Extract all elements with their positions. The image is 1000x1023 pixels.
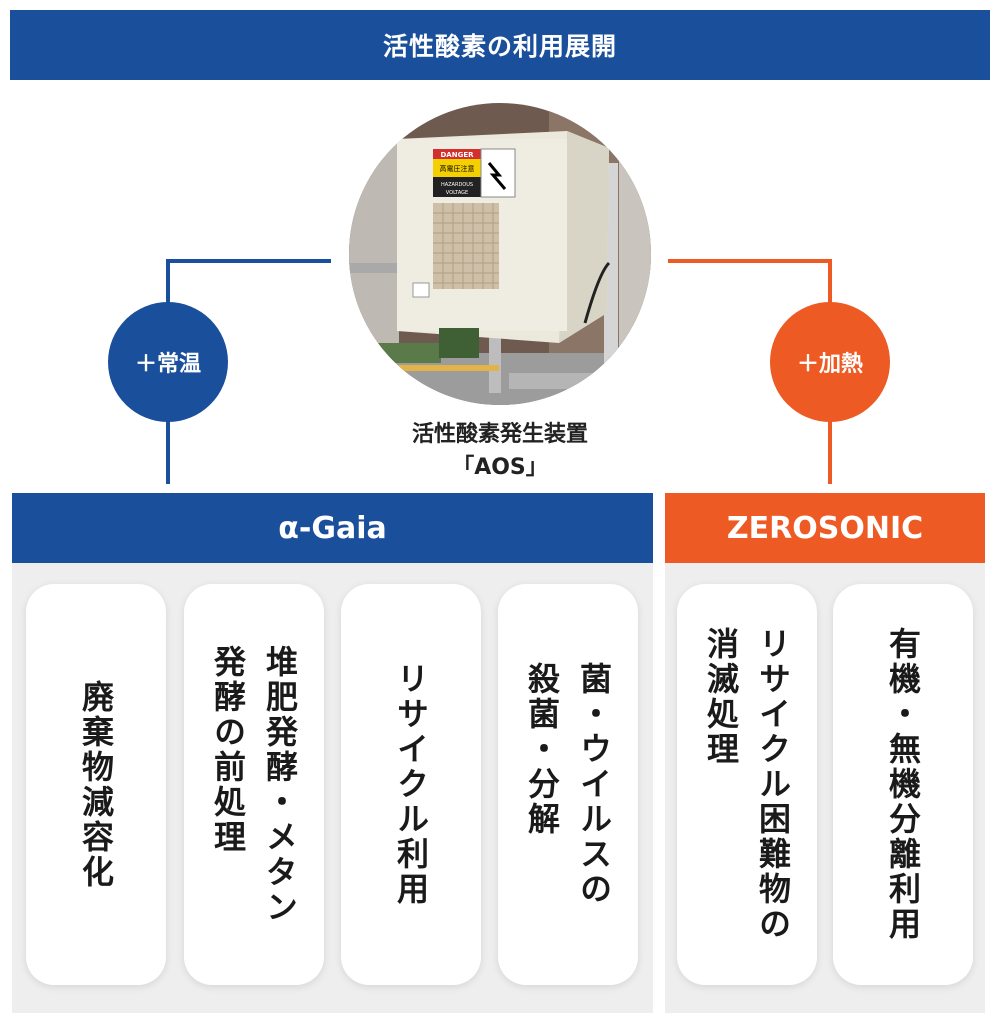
heating-badge: ＋加熱	[770, 302, 890, 422]
card-text: 堆肥発酵・メタン発酵の前処理	[202, 645, 306, 925]
card-line: リサイクル困難物の	[754, 627, 792, 942]
sign-en1-text: HAZARDOUS	[441, 182, 473, 188]
card-text: リサイクル困難物の消滅処理	[695, 627, 799, 942]
sign-en2-text: VOLTAGE	[446, 190, 468, 196]
card-line: 消滅処理	[702, 627, 740, 767]
card-text: 菌・ウイルスの殺菌・分解	[516, 662, 620, 907]
card-text: 有機・無機分離利用	[877, 627, 929, 942]
card-line: 菌・ウイルスの	[575, 662, 613, 907]
card-line: 発酵の前処理	[209, 644, 247, 855]
card-text: 廃棄物減容化	[70, 680, 122, 890]
aos-device-photo: DANGER 高電圧注意 HAZARDOUS VOLTAGE	[349, 103, 651, 405]
zerosonic-header: ZEROSONIC	[665, 493, 985, 563]
sign-danger-text: DANGER	[440, 151, 474, 159]
card-hard-to-recycle-elimination: リサイクル困難物の消滅処理	[677, 584, 817, 985]
left-connector-top	[168, 259, 331, 263]
card-line: 有機・無機分離利用	[884, 627, 922, 942]
left-connector-lower-vertical	[166, 420, 170, 484]
card-text: リサイクル利用	[385, 662, 437, 907]
card-line: リサイクル利用	[392, 662, 430, 907]
sign-jp-text: 高電圧注意	[440, 164, 475, 173]
card-organic-inorganic-separation: 有機・無機分離利用	[833, 584, 973, 985]
left-connector-upper-vertical	[166, 259, 170, 304]
card-line: 廃棄物減容化	[77, 679, 115, 890]
card-line: 殺菌・分解	[523, 662, 561, 837]
card-line: 堆肥発酵・メタン	[261, 644, 299, 925]
alpha-gaia-header: α-Gaia	[12, 493, 653, 563]
device-caption-model: 「AOS」	[452, 455, 548, 480]
device-caption-name: 活性酸素発生装置	[411, 422, 588, 447]
right-connector-top	[668, 259, 832, 263]
card-sterilization: 菌・ウイルスの殺菌・分解	[498, 584, 638, 985]
room-temperature-badge: ＋常温	[108, 302, 228, 422]
device-caption: 活性酸素発生装置 「AOS」	[300, 418, 700, 484]
card-waste-volume-reduction: 廃棄物減容化	[26, 584, 166, 985]
right-connector-upper-vertical	[828, 259, 832, 304]
right-connector-lower-vertical	[828, 420, 832, 484]
page-title: 活性酸素の利用展開	[10, 10, 990, 80]
card-recycling: リサイクル利用	[341, 584, 481, 985]
card-compost-pretreatment: 堆肥発酵・メタン発酵の前処理	[184, 584, 324, 985]
